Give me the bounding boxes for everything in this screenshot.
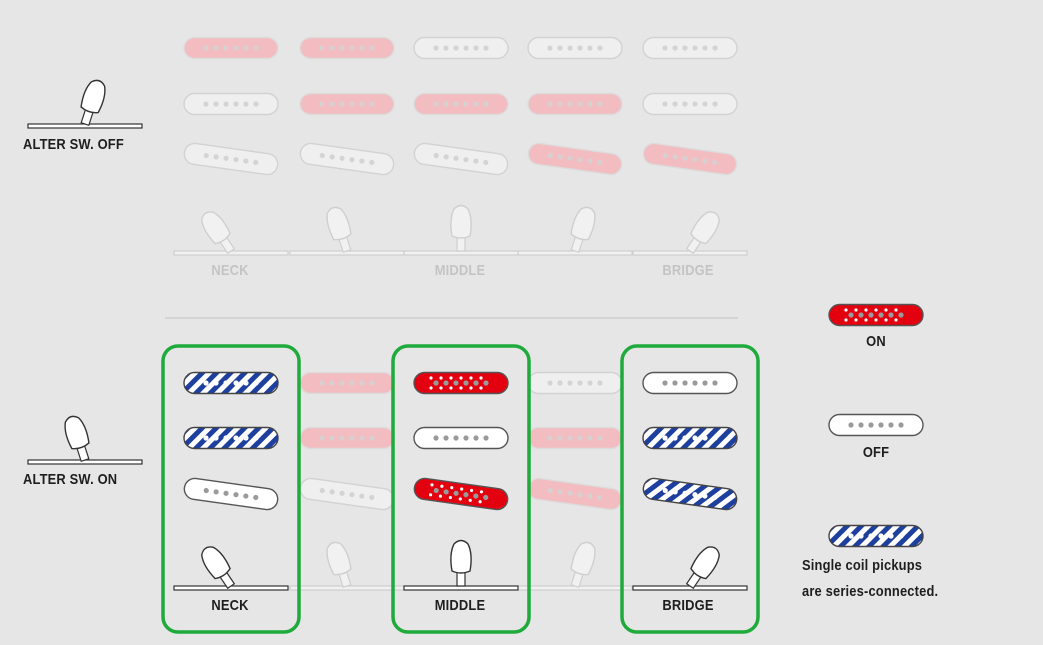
highlight-box-bridge <box>620 344 760 634</box>
alter-switch-off-lever <box>27 79 143 129</box>
alter-switch-on-label: ALTER SW. ON <box>23 471 118 488</box>
pickup-off-r3-c1 <box>183 142 279 176</box>
pickup-on-bridge-r2 <box>642 426 738 450</box>
pickup-off-r2-c5 <box>642 92 738 116</box>
pickup-off-r1-c5 <box>642 36 738 60</box>
alter-switch-off-label: ALTER SW. OFF <box>23 136 124 153</box>
pickup-off-r2-c3 <box>413 92 509 116</box>
pickup-off-r1-c2 <box>299 36 395 60</box>
switch-off-pos4 <box>517 206 633 256</box>
pickup-on-middle-r2 <box>413 426 509 450</box>
switch-off-pos1 <box>173 211 289 256</box>
pickup-on-neck-r3 <box>183 477 279 511</box>
switch-on-bg-pos4 <box>517 541 633 591</box>
pickup-off-r1-c1 <box>183 36 279 60</box>
pickup-on-bg-r2-c4 <box>527 426 623 450</box>
pickup-off-r1-c4 <box>527 36 623 60</box>
legend-series-swatch <box>828 524 924 548</box>
pickup-off-r3-c4 <box>527 142 623 176</box>
pickup-on-neck-r1 <box>183 371 279 395</box>
pickup-on-neck-r2 <box>183 426 279 450</box>
switch-off-pos2 <box>289 206 405 256</box>
pickup-on-bg-r3-c4 <box>527 477 623 511</box>
pickup-on-bg-r2-c2 <box>299 426 395 450</box>
legend-on-label: ON <box>866 333 886 350</box>
position-label-neck-faded: NECK <box>211 262 249 279</box>
switch-on-bg-pos2 <box>289 541 405 591</box>
pickup-off-r2-c4 <box>527 92 623 116</box>
pickup-on-middle-r1 <box>413 371 509 395</box>
pickup-off-r2-c1 <box>183 92 279 116</box>
highlight-box-middle <box>391 344 531 634</box>
switch-on-middle <box>403 539 519 591</box>
legend-off-swatch <box>828 413 924 437</box>
switch-on-neck <box>173 546 289 591</box>
pickup-on-bg-r1-c4 <box>527 371 623 395</box>
pickup-on-middle-r3 <box>413 477 509 511</box>
legend-series-line2: are series-connected. <box>802 583 939 600</box>
pickup-on-bridge-r3 <box>642 477 738 511</box>
pickup-on-bridge-r1 <box>642 371 738 395</box>
switch-on-bridge <box>632 546 748 591</box>
position-label-middle: MIDDLE <box>434 597 486 614</box>
pickup-off-r3-c5 <box>642 142 738 176</box>
switch-off-pos3 <box>403 204 519 256</box>
pickup-on-bg-r3-c2 <box>299 477 395 511</box>
switch-off-pos5 <box>632 211 748 256</box>
pickup-off-r2-c2 <box>299 92 395 116</box>
position-label-bridge-faded: BRIDGE <box>662 262 714 279</box>
pickup-off-r3-c2 <box>299 142 395 176</box>
pickup-off-r3-c3 <box>413 142 509 176</box>
pickup-off-r1-c3 <box>413 36 509 60</box>
highlight-box-neck <box>161 344 301 634</box>
pickup-on-bg-r1-c2 <box>299 371 395 395</box>
legend-series-line1: Single coil pickups <box>802 557 923 574</box>
legend-off-label: OFF <box>862 444 890 461</box>
legend-on-swatch <box>828 303 924 327</box>
position-label-bridge: BRIDGE <box>662 597 714 614</box>
position-label-neck: NECK <box>211 597 249 614</box>
alter-switch-on-lever <box>27 415 143 465</box>
position-label-middle-faded: MIDDLE <box>434 262 486 279</box>
